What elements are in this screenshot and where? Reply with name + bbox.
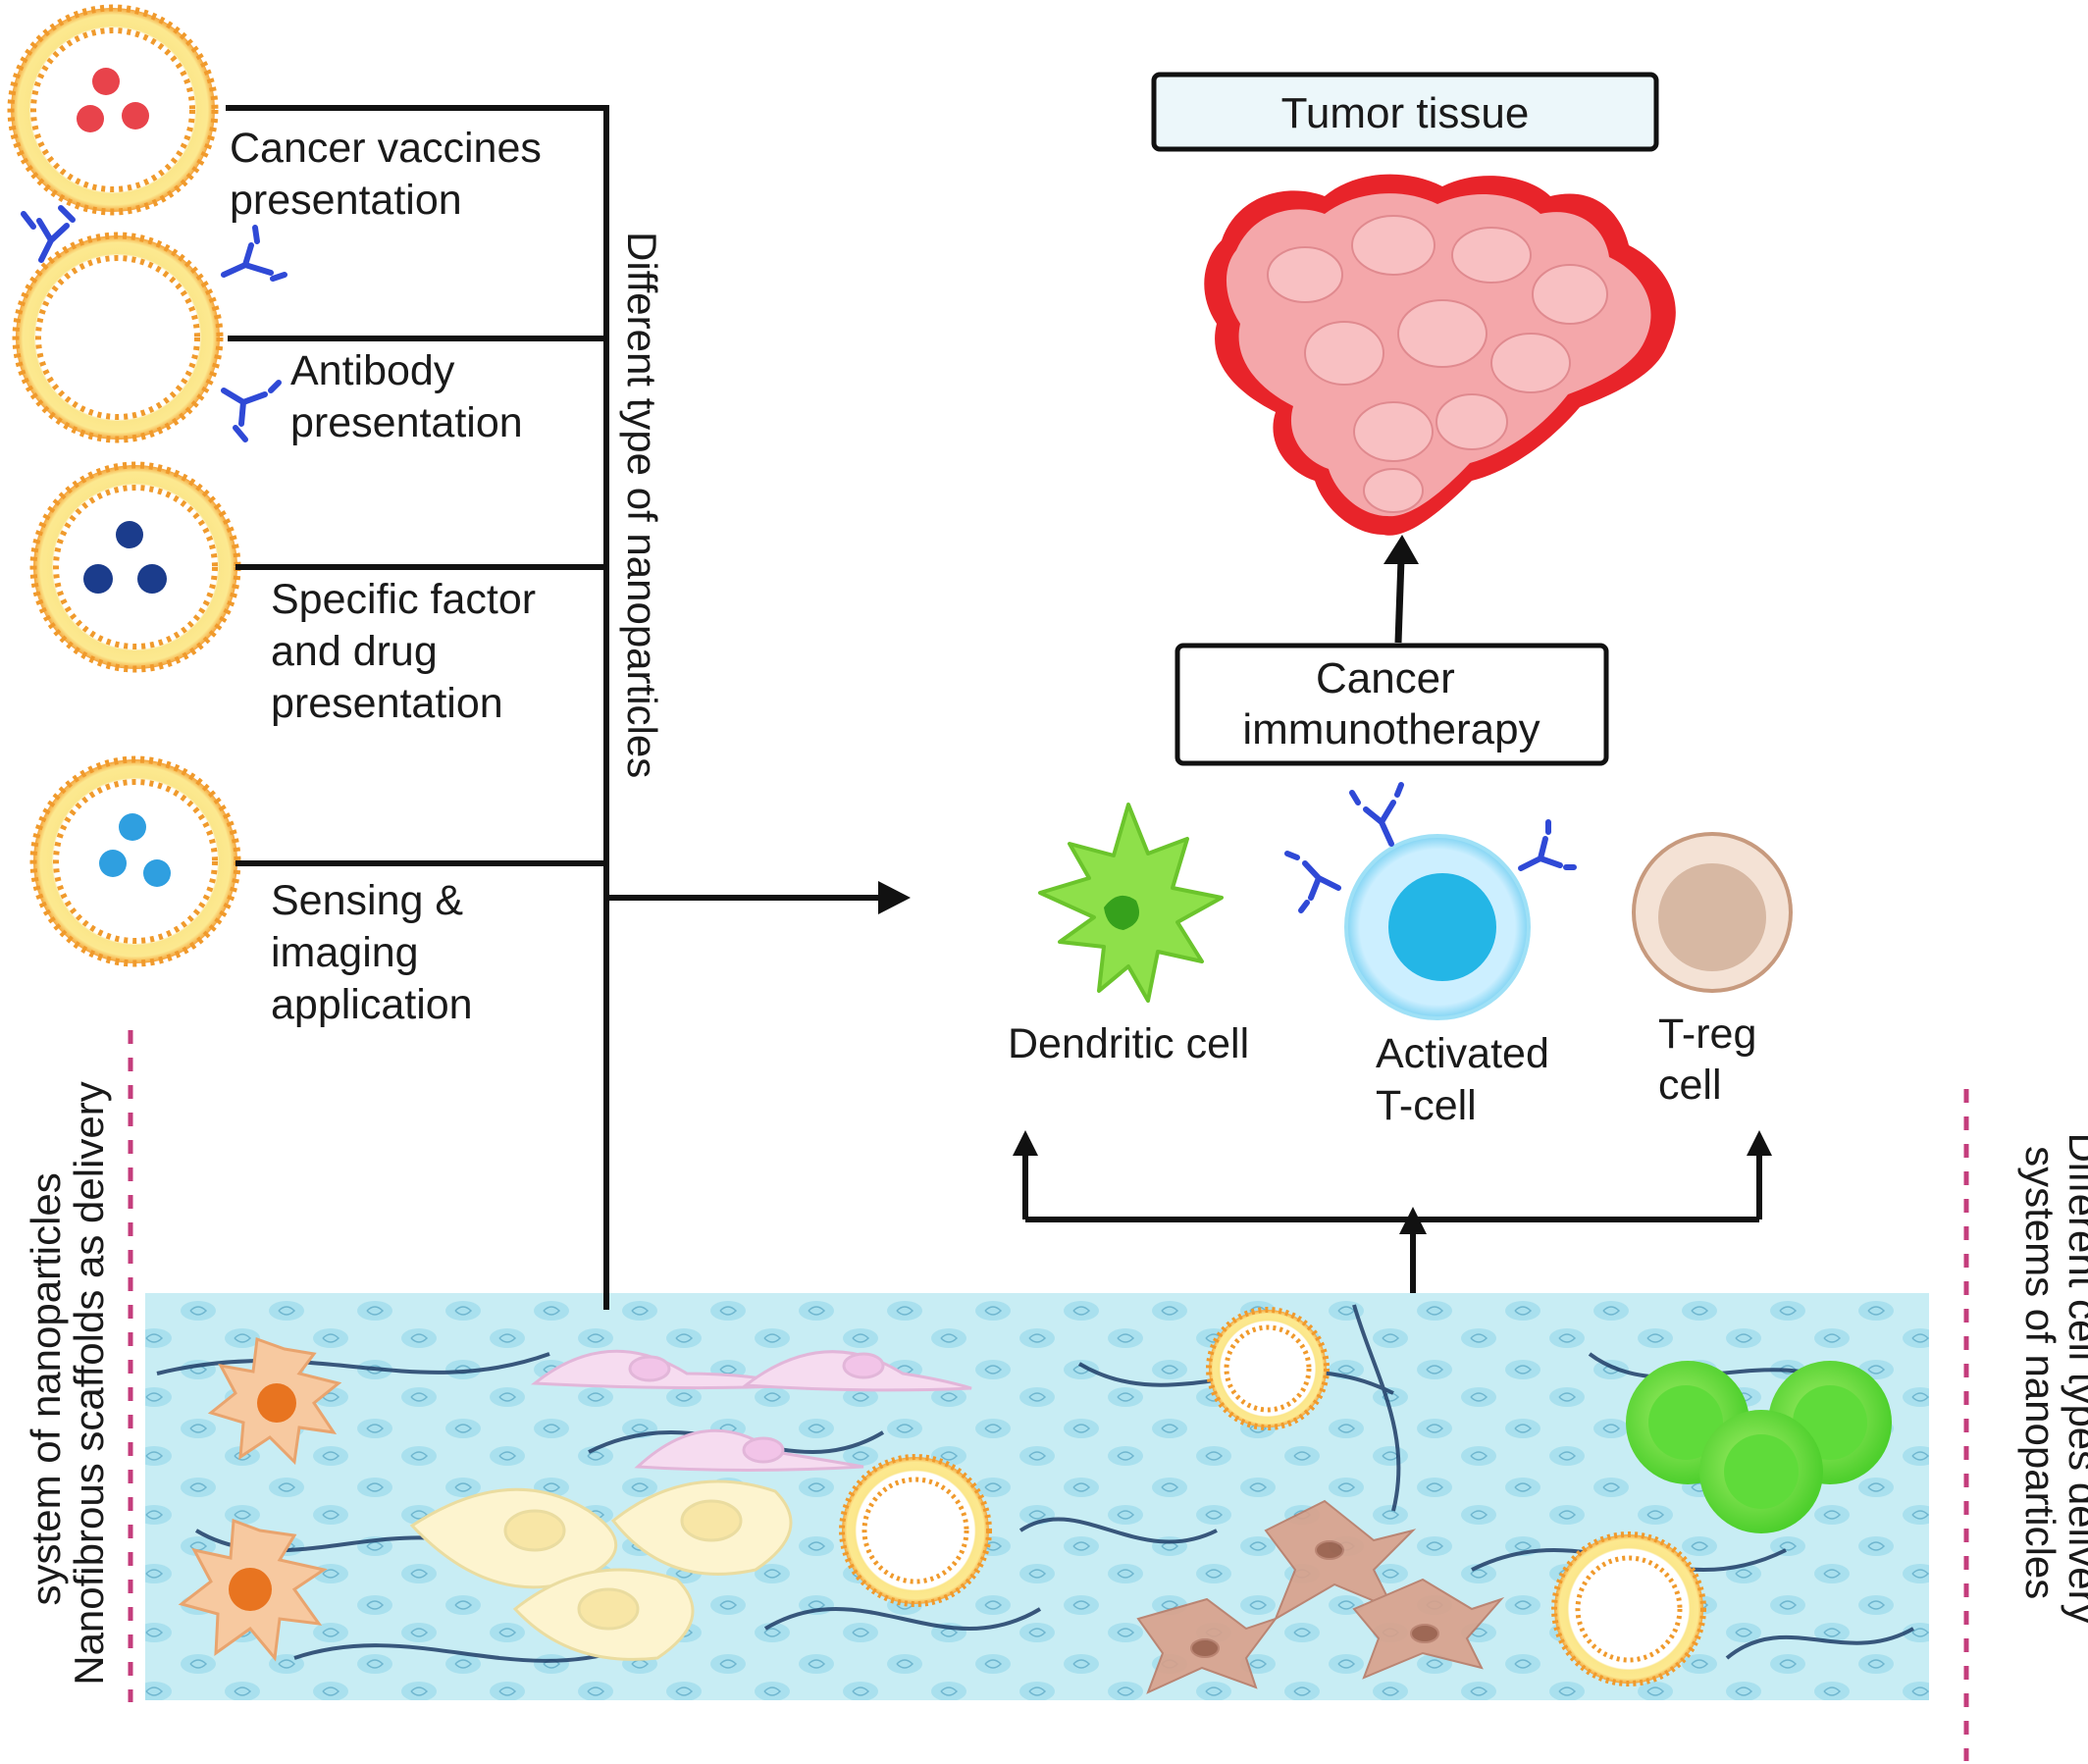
fibroblast-pink-group [530,1349,972,1472]
arrow-head-branch-left [1013,1130,1038,1156]
activated-tcell-icon [1284,782,1577,1020]
cargo-dot [122,102,149,130]
green-cell-cluster [1626,1361,1892,1533]
cargo-dot [77,105,104,132]
fibroblast-yellow-group [409,1479,793,1661]
antibody-icon [21,205,287,442]
scaffold-liposome-2 [839,1454,992,1607]
immunotherapy-label: Cancer immunotherapy [1242,654,1540,753]
cargo-dot [99,850,127,877]
arrow-head-branch-center [1399,1207,1427,1234]
dendritic-cell-icon [1038,803,1224,1003]
tumor-tissue-illustration [1204,174,1676,536]
antibody-icon [1284,782,1577,913]
label-activated-tcell: Activated T-cell [1376,1030,1561,1129]
arrow-head-immune [878,881,911,914]
cargo-dot [116,521,143,548]
label-celltype-delivery: systems of nanoparticles Different cell … [2017,1132,2088,1624]
label-drug: Specific factor and drug presentation [271,576,548,727]
cargo-dot [119,813,146,841]
stellate-cells-brown [1136,1499,1505,1694]
label-nanoparticle-types: Different type of nanoparticles [619,232,665,778]
tumor-label: Tumor tissue [1281,89,1530,137]
liposome-antibody [12,205,287,443]
label-cancer-vaccines: Cancer vaccines presentation [230,125,553,224]
cargo-dot [83,564,113,594]
treg-cell-icon [1632,832,1793,993]
dendritic-cell-orange-2 [178,1518,328,1662]
cargo-dot [143,859,171,887]
arrow-to-tumor [1394,558,1405,644]
label-scaffold-delivery: system of nanoparticles Nanofibrous scaf… [23,1081,112,1686]
label-dendritic-cell: Dendritic cell [1008,1020,1249,1067]
scaffold-liposome-3 [1551,1531,1706,1686]
cargo-dot [137,564,167,594]
tumor-box: Tumor tissue [1151,72,1659,152]
branch-arrows [1022,1153,1762,1293]
dendritic-cell-orange-1 [207,1336,342,1466]
label-imaging: Sensing & imaging application [271,877,475,1028]
label-antibody: Antibody presentation [290,347,523,446]
nanofibrous-scaffold [145,1293,1929,1700]
liposome-cancer-vaccine [7,4,219,216]
liposome-imaging [29,755,241,967]
immunotherapy-box: Cancer immunotherapy [1174,643,1609,766]
scaffold-liposome-1 [1206,1307,1330,1430]
arrow-head-branch-right [1747,1130,1772,1156]
cargo-dot [92,68,120,95]
nanoparticle-connector-lines [226,105,609,1310]
liposome-drug [29,461,241,673]
label-treg-cell: T-reg cell [1658,1011,1768,1109]
arrow-head-tumor [1383,535,1419,564]
